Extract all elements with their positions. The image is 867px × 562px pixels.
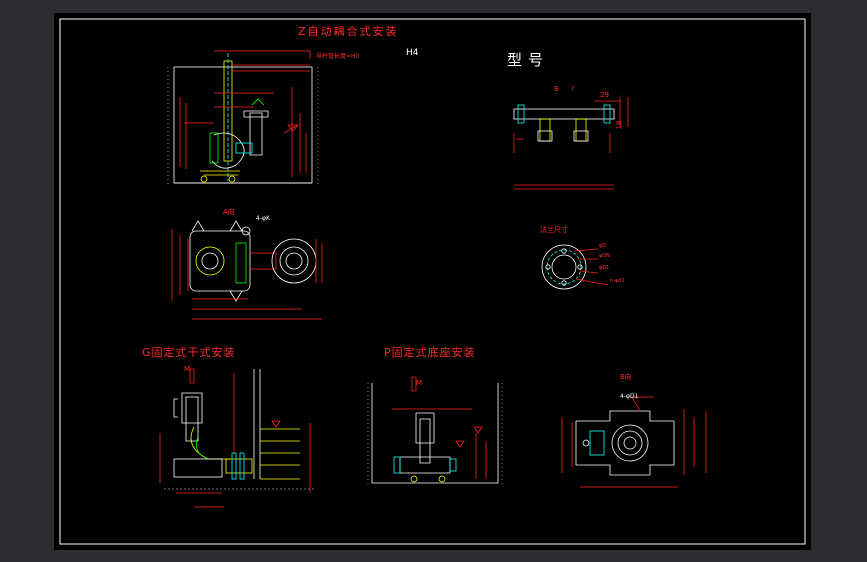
p-install-view	[367, 376, 503, 487]
a-view	[171, 220, 323, 320]
drawing-sheet: Z自动耦合式安装 导杆管长度=H3 H4 型号 B ? 29 18 A向 4-φ…	[54, 13, 811, 550]
g-install-title: G固定式干式安装	[142, 346, 236, 359]
pipe-note: 导杆管长度=H3	[316, 53, 360, 60]
m-view	[561, 396, 707, 488]
model-title: 型号	[507, 51, 550, 69]
four-phi-d1-label: 4-φD1	[620, 393, 639, 400]
p-install-title: P固定式底座安装	[384, 346, 476, 359]
m-arrow-p: M	[416, 379, 423, 387]
h4-label: H4	[406, 48, 419, 58]
phi-d1-label: φD1	[599, 265, 610, 271]
dim-29: 29	[600, 91, 609, 99]
cad-drawing	[59, 18, 806, 545]
inner-frame	[59, 18, 806, 545]
m-arrow-g: M	[184, 365, 191, 373]
flange-size-label: 法兰尺寸	[540, 226, 568, 234]
b-letter: B	[554, 85, 559, 93]
flange-view	[541, 244, 609, 290]
phi-d-label: φD	[599, 243, 607, 249]
four-phi-k-label: 4-φK	[256, 215, 270, 222]
m-view-label: B向	[620, 373, 632, 381]
phi-dn-label: φDN	[599, 253, 610, 259]
n-phi-d1-label: n-φd1	[610, 278, 625, 284]
a-view-label: A向	[223, 208, 235, 216]
q-letter: ?	[571, 85, 575, 93]
g-install-view	[159, 368, 314, 508]
z-install-title: Z自动耦合式安装	[298, 25, 399, 38]
z-install-view	[167, 50, 319, 185]
model-b-view	[513, 97, 629, 190]
dim-18: 18	[615, 120, 624, 130]
